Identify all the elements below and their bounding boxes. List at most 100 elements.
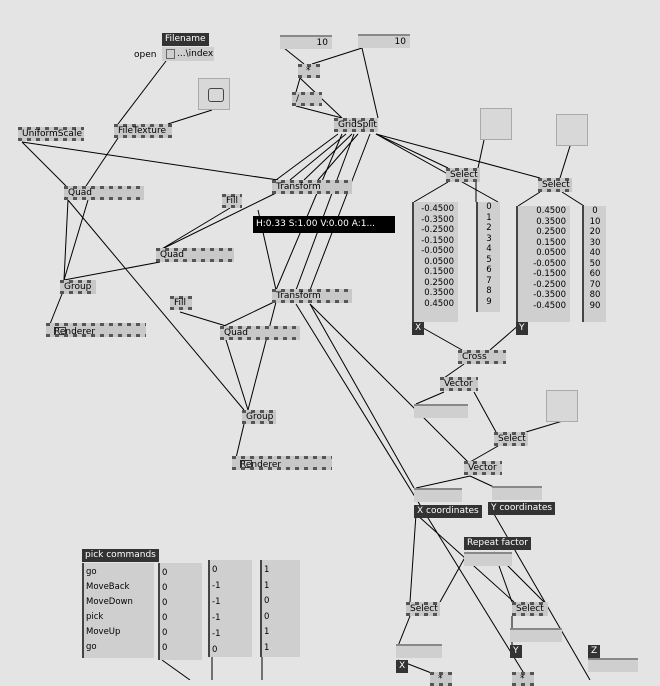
- vector-output-1[interactable]: [414, 404, 468, 418]
- pick-col-a-row: 0: [162, 583, 168, 593]
- repeat-factor-io[interactable]: [464, 552, 512, 566]
- y-final-label: Y: [510, 645, 522, 658]
- y-index-row: 60: [589, 269, 601, 279]
- select-label: Select: [450, 170, 478, 180]
- group-label: Group: [246, 412, 274, 422]
- pick-col-b-row: 0: [212, 645, 218, 655]
- x-index-row: 4: [486, 244, 492, 254]
- y-index-row: 70: [589, 279, 601, 290]
- x-index-row: 7: [486, 275, 492, 286]
- pick-command-row: MoveDown: [86, 597, 133, 607]
- open-label: open: [134, 50, 157, 60]
- select-index-input[interactable]: [546, 390, 578, 422]
- select-label: Select: [410, 604, 438, 614]
- group-node-1[interactable]: Group: [60, 280, 96, 294]
- x-value-row: -0.3500: [421, 214, 454, 225]
- pick-col-c-row: 0: [264, 611, 270, 622]
- renderer-label: Renderer: [54, 327, 96, 337]
- y-index-row: 0: [592, 206, 598, 216]
- quad-label: Quad: [68, 188, 93, 198]
- transform-node-1[interactable]: Transform: [272, 180, 352, 194]
- fill-node-2[interactable]: Fill: [170, 296, 192, 310]
- file-path-field[interactable]: ...\index: [162, 47, 214, 61]
- cross-label: Cross: [462, 352, 487, 362]
- pick-command-row: MoveUp: [86, 627, 121, 637]
- x-value-row: 0.1500: [424, 267, 454, 277]
- color-tooltip: H:0.33 S:1.00 V:0.00 A:1...: [253, 216, 395, 233]
- pick-command-row: go: [86, 567, 97, 577]
- pick-command-row: go: [86, 642, 97, 652]
- select-node-x[interactable]: Select: [446, 168, 480, 182]
- y-value-row: 0.0500: [536, 248, 566, 258]
- cross-node[interactable]: Cross: [458, 350, 506, 364]
- vector-node-1[interactable]: Vector: [440, 377, 478, 391]
- select-node-y[interactable]: Select: [538, 178, 572, 192]
- x-value-row: -0.1500: [421, 235, 454, 246]
- x-index-input[interactable]: [480, 108, 512, 140]
- multiply-label: *: [438, 674, 443, 684]
- divide-node[interactable]: /: [292, 92, 322, 106]
- multiply-node-x[interactable]: *: [430, 672, 452, 686]
- gridsplit-node[interactable]: GridSplit: [334, 118, 378, 132]
- quad-node-1[interactable]: Quad: [64, 186, 144, 200]
- multiply-node-y[interactable]: *: [512, 672, 534, 686]
- select-output-5[interactable]: [510, 628, 562, 642]
- z-final-label: Z: [588, 645, 601, 658]
- renderer-node-1[interactable]: Renderer: [46, 323, 146, 337]
- x-index-row: 1: [486, 212, 492, 223]
- pick-col-b-row: -1: [212, 597, 221, 607]
- z-output-io[interactable]: [588, 658, 638, 672]
- x-value-row: 0.3500: [424, 288, 454, 298]
- select-node-5[interactable]: Select: [512, 602, 548, 616]
- y-output-label: Y: [516, 322, 528, 335]
- y-index-input[interactable]: [556, 114, 588, 146]
- vector-label: Vector: [444, 379, 473, 389]
- pick-col-c-row: 1: [264, 627, 270, 637]
- transform-node-2[interactable]: Transform: [272, 289, 352, 303]
- quad-node-3[interactable]: Quad: [220, 326, 300, 340]
- select-label: Select: [542, 180, 570, 190]
- x-output-label: X: [412, 322, 425, 335]
- y-value-row: -0.0500: [533, 258, 566, 269]
- y-value-row: -0.3500: [533, 290, 566, 300]
- quad-label: Quad: [160, 250, 185, 260]
- multiply-node[interactable]: *: [298, 64, 320, 78]
- x-output-io[interactable]: [396, 644, 442, 658]
- x-coordinates-io[interactable]: [414, 488, 462, 502]
- fill-label: Fill: [226, 196, 239, 206]
- x-index-row: 6: [486, 265, 492, 275]
- pick-col-b-row: -1: [212, 629, 221, 639]
- vector-label: Vector: [468, 463, 497, 473]
- color-swatch[interactable]: [198, 78, 230, 110]
- renderer-node-2[interactable]: Renderer: [232, 456, 332, 470]
- y-value-row: 0.2500: [536, 227, 566, 237]
- renderer-label: Renderer: [240, 460, 282, 470]
- fill-node-1[interactable]: Fill: [222, 194, 242, 208]
- group-label: Group: [64, 282, 92, 292]
- pick-col-b-row: -1: [212, 613, 221, 623]
- vector-node-2[interactable]: Vector: [464, 461, 502, 475]
- x-value-row: -0.4500: [421, 204, 454, 214]
- grid-count-y-input[interactable]: 10: [358, 34, 410, 48]
- file-icon: [166, 48, 175, 59]
- select-node-3[interactable]: Select: [494, 432, 528, 446]
- group-node-2[interactable]: Group: [242, 410, 276, 424]
- quad-node-2[interactable]: Quad: [156, 248, 234, 262]
- uniformscale-node[interactable]: UniformScale: [18, 127, 84, 141]
- select-node-4[interactable]: Select: [406, 602, 440, 616]
- grid-count-x-input[interactable]: 10: [280, 35, 332, 49]
- multiply-label: *: [306, 66, 311, 76]
- grid-count-x-value: 10: [316, 38, 328, 48]
- filetexture-node[interactable]: FileTexture: [114, 124, 172, 138]
- transform-label: Transform: [276, 182, 321, 192]
- y-coordinates-io[interactable]: [492, 486, 542, 500]
- pick-col-a-row: 0: [162, 643, 168, 653]
